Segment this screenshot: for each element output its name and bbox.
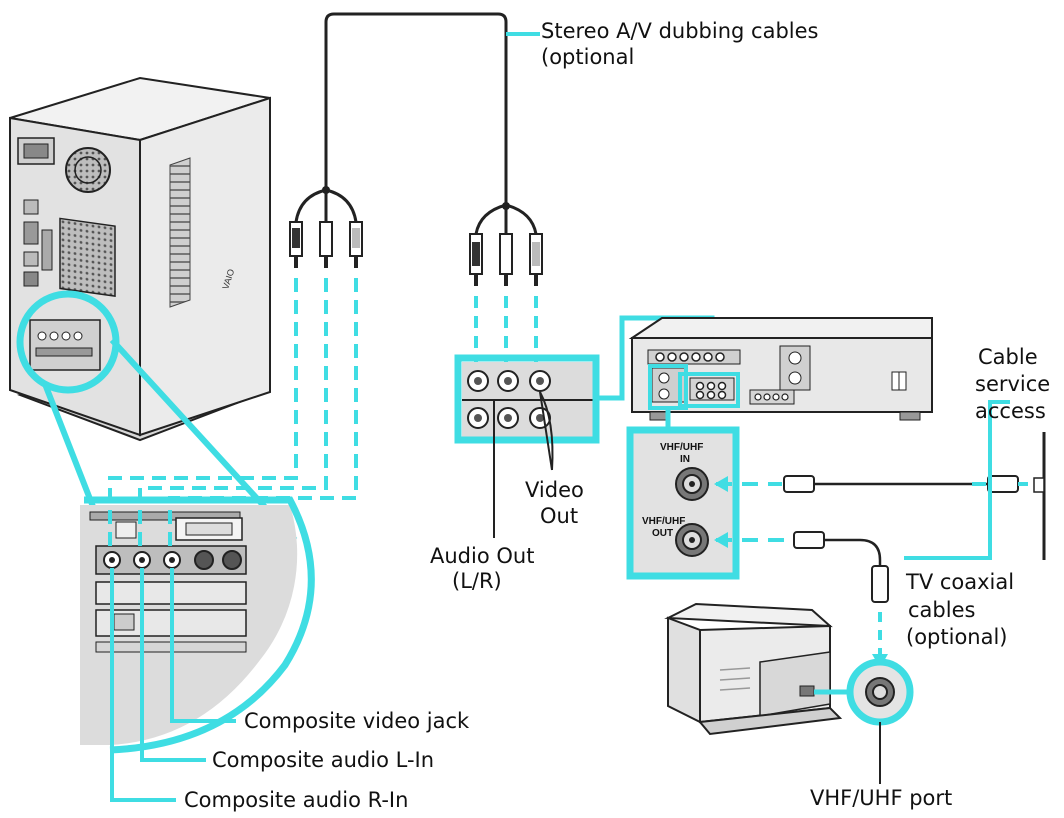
vcr-icon bbox=[628, 317, 933, 421]
video-out-label-line2: Out bbox=[540, 504, 579, 528]
audio-out-label-line1: Audio Out bbox=[430, 544, 535, 568]
vcr-rf-panel: VHF/UHF IN VHF/UHF OUT bbox=[632, 432, 734, 574]
video-out-label-line1: Video bbox=[525, 478, 584, 502]
rca-plug-icon bbox=[289, 221, 363, 268]
composite-audio-l-label: Composite audio L-In bbox=[212, 748, 435, 772]
tv-monitor-icon bbox=[664, 602, 843, 736]
cable-service-label-line2: service bbox=[975, 372, 1051, 396]
vcr-in-label-2: IN bbox=[680, 454, 690, 465]
composite-video-label: Composite video jack bbox=[244, 709, 470, 733]
tv-coax-label-line3: (optional) bbox=[906, 625, 1008, 649]
composite-leader-lines bbox=[110, 568, 236, 802]
stereo-av-cable bbox=[294, 12, 538, 235]
vcr-out-label-2: OUT bbox=[652, 528, 673, 539]
cable-service-label-line1: Cable bbox=[978, 345, 1038, 369]
composite-audio-r-label: Composite audio R-In bbox=[184, 788, 409, 812]
vcr-in-label-1: VHF/UHF bbox=[660, 442, 703, 453]
vcr-rf-highlight bbox=[626, 426, 740, 580]
zoom-circle-outline bbox=[84, 496, 315, 754]
vhf-uhf-port-label: VHF/UHF port bbox=[810, 786, 953, 810]
pc-input-dashed-lines bbox=[108, 278, 358, 548]
stereo-av-label-line1: Stereo A/V dubbing cables bbox=[541, 19, 819, 43]
vcr-jack-panel bbox=[462, 362, 594, 438]
vcr-out-label-1: VHF/UHF bbox=[642, 516, 685, 527]
tv-coax-label-line2: cables bbox=[908, 598, 976, 622]
tv-coax-label-line1: TV coaxial bbox=[906, 570, 1015, 594]
audio-out-label-line2: (L/R) bbox=[452, 569, 502, 593]
cable-service-label-line3: access bbox=[975, 399, 1046, 423]
rca-plug-icon bbox=[469, 233, 543, 286]
stereo-av-label-line2: (optional bbox=[541, 45, 635, 69]
computer-tower-icon: VAIO bbox=[9, 76, 271, 442]
